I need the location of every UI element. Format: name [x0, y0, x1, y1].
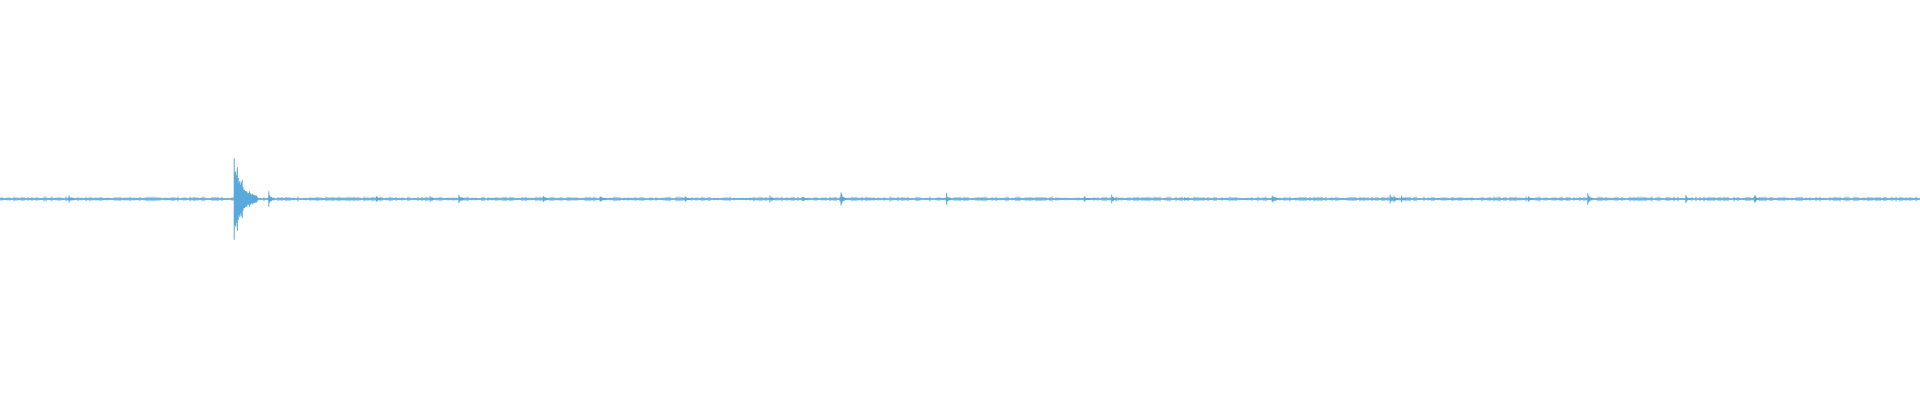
- waveform-peak: [1401, 195, 1407, 203]
- waveform-peak: [243, 191, 250, 207]
- waveform-peak: [769, 195, 775, 203]
- waveform-peak: [1111, 194, 1117, 204]
- waveform-peak: [840, 192, 846, 206]
- waveform-peak: [1587, 193, 1593, 205]
- waveform-peak: [600, 196, 606, 202]
- waveform-peak: [1184, 197, 1190, 201]
- waveform-peak: [684, 196, 690, 202]
- waveform-peak: [68, 195, 74, 203]
- waveform-noise: [0, 196, 1919, 202]
- waveform-peak: [1685, 195, 1691, 203]
- waveform-peak: [946, 193, 952, 205]
- waveform-peak: [1527, 196, 1533, 202]
- waveform-peak: [1389, 194, 1395, 204]
- waveform-peak: [375, 196, 381, 202]
- waveform-noise-path: [0, 196, 1919, 202]
- waveform-peak: [542, 196, 548, 202]
- waveform-peak: [1393, 195, 1399, 203]
- waveform-peak: [1754, 195, 1760, 203]
- waveform-peak: [458, 194, 464, 204]
- waveform-peak: [268, 191, 274, 207]
- waveform-peaks: [68, 158, 1760, 240]
- waveform-peak: [429, 196, 435, 202]
- waveform-peak: [1272, 195, 1278, 203]
- waveform-peak: [802, 197, 808, 201]
- waveform-peak: [1084, 196, 1090, 202]
